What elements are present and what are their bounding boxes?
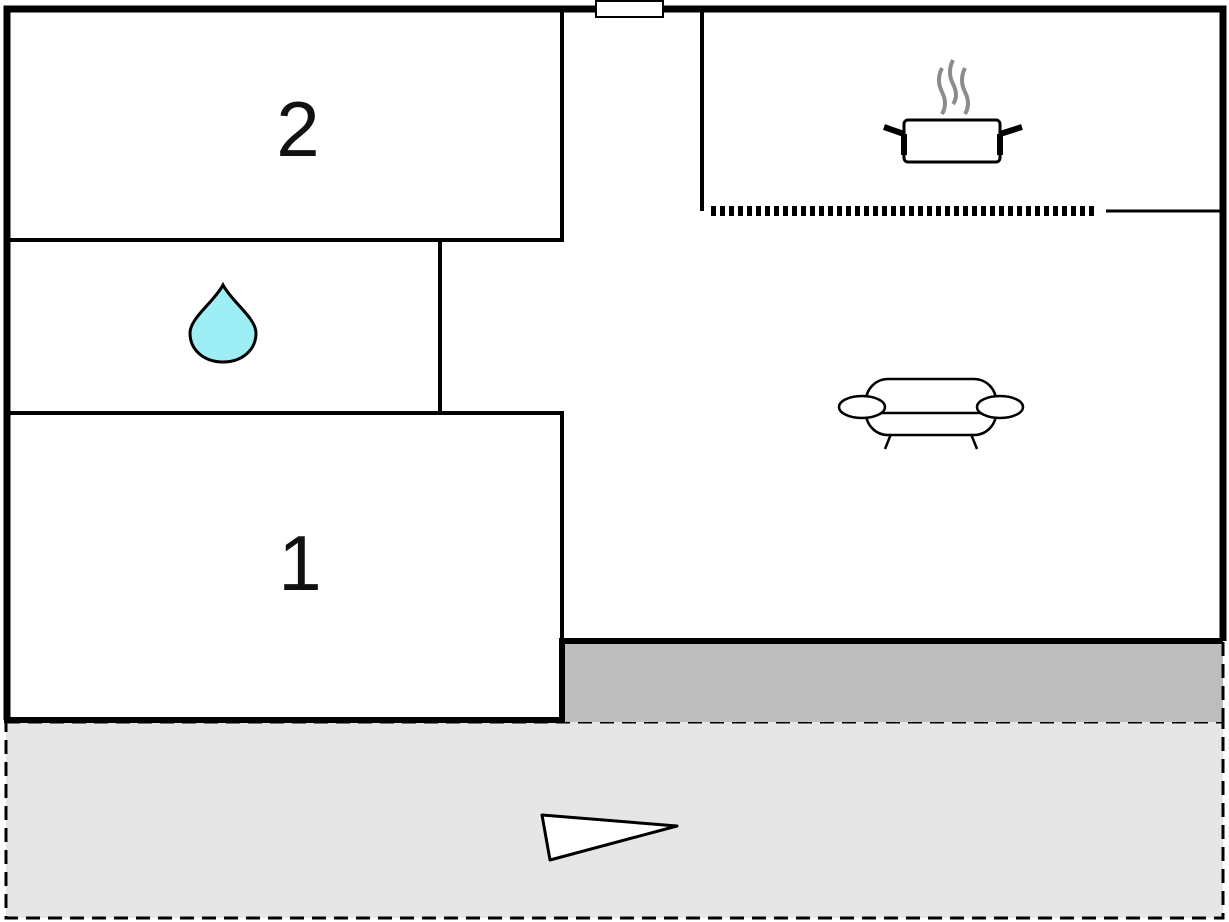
room-label-1: 1 (278, 519, 321, 607)
wall-bedroom-1 (8, 411, 564, 641)
interior-floor (7, 9, 1223, 720)
water-drop-icon (188, 281, 258, 364)
triangle-marker-icon (540, 813, 679, 862)
entrance-door (595, 0, 664, 18)
wall-bedroom-2 (8, 10, 564, 242)
cooking-pot-icon (883, 59, 1023, 164)
exterior-wall-south (4, 638, 1223, 723)
room-label-2: 2 (276, 85, 319, 173)
covered-terrace (563, 642, 1223, 722)
sofa-icon (837, 377, 1025, 450)
